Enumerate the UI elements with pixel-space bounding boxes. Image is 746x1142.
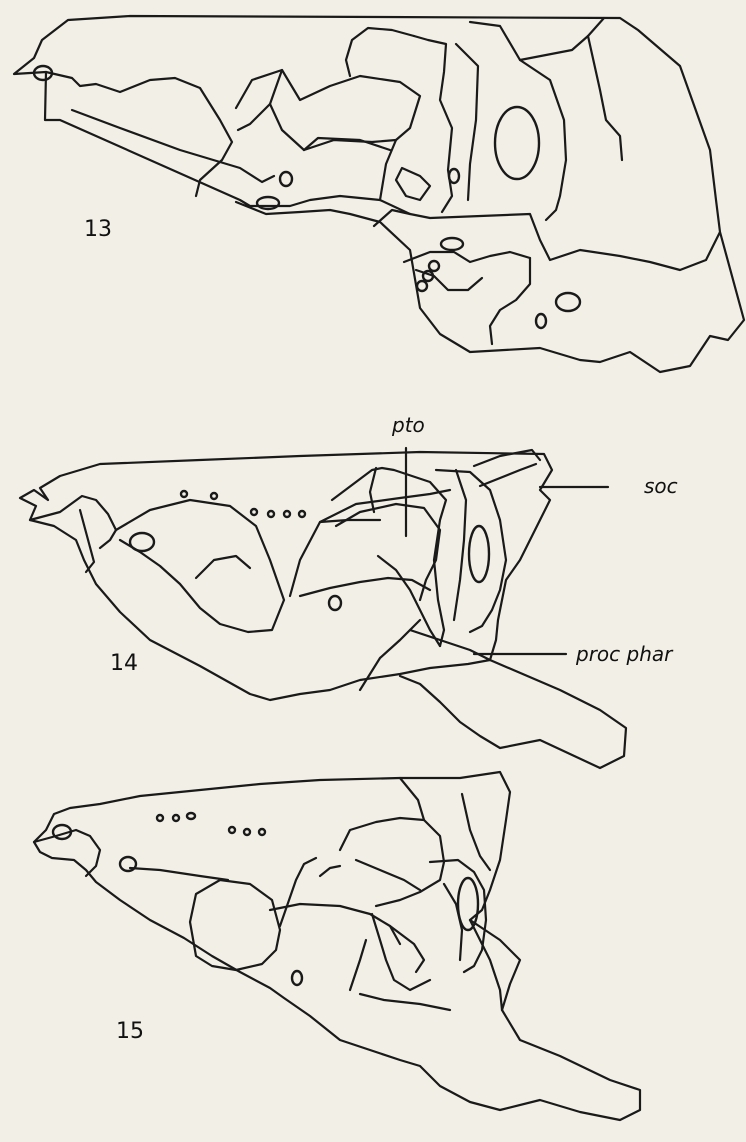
foramen: [259, 829, 265, 835]
skull-drawing-15: [34, 772, 640, 1120]
figure-number-15: 15: [116, 1019, 144, 1044]
label-pto: pto: [391, 413, 425, 437]
foramen: [257, 197, 279, 209]
foramen: [441, 238, 463, 250]
foramen: [284, 511, 290, 517]
label-soc: soc: [644, 474, 678, 498]
foramen: [157, 815, 163, 821]
foramen: [251, 509, 257, 515]
foramen: [329, 596, 341, 610]
foramen: [299, 511, 305, 517]
foramen: [244, 829, 250, 835]
foramen: [130, 533, 154, 551]
foramen: [268, 511, 274, 517]
foramen: [211, 493, 217, 499]
skull-drawing-13: [14, 16, 744, 372]
orbital-fenestra: [469, 526, 489, 582]
orbital-fenestra: [495, 107, 539, 179]
foramen: [449, 169, 459, 183]
foramen: [556, 293, 580, 311]
skull-drawing-14: [20, 450, 626, 768]
figure-number-13: 13: [84, 217, 112, 242]
foramen: [536, 314, 546, 328]
orbital-fenestra: [458, 878, 478, 930]
foramen: [181, 491, 187, 497]
foramen: [429, 261, 439, 271]
label-proc-phar: proc phar: [575, 642, 674, 666]
foramen: [292, 971, 302, 985]
foramen: [120, 857, 136, 871]
figure-number-14: 14: [110, 651, 138, 676]
foramen: [280, 172, 292, 186]
foramen: [187, 813, 195, 819]
foramen: [173, 815, 179, 821]
foramen: [229, 827, 235, 833]
foramen: [417, 281, 427, 291]
